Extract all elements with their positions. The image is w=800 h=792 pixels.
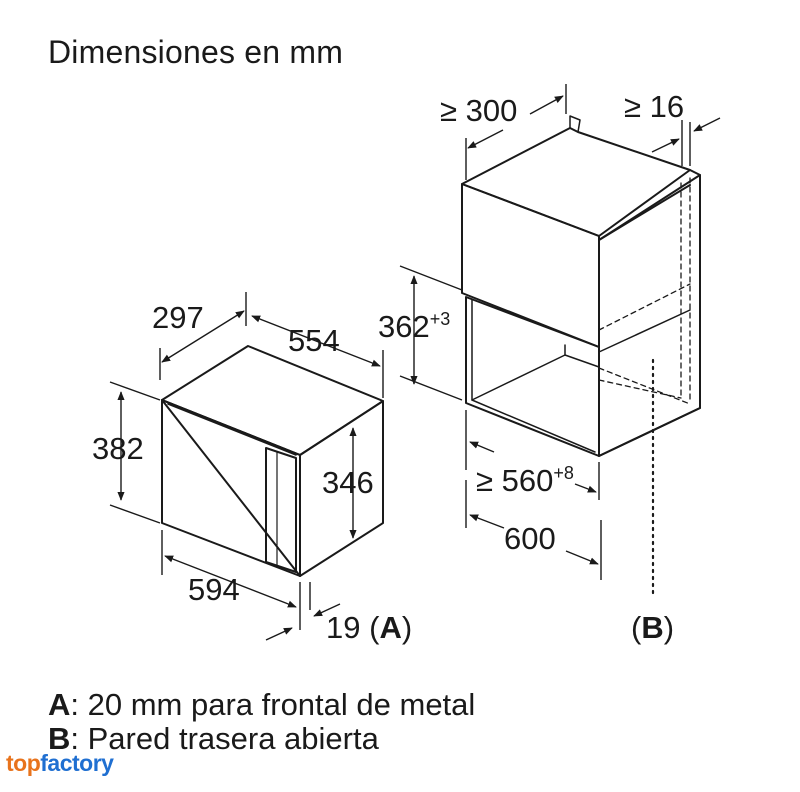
microwave-side xyxy=(299,400,384,577)
label-ge-560: ≥ 560+8 xyxy=(476,463,574,498)
legend-key-a: A xyxy=(48,687,71,722)
label-594: 594 xyxy=(188,572,240,607)
cabinet-drawing xyxy=(461,115,701,600)
label-362-value: 362 xyxy=(378,309,430,344)
label-560-tol: +8 xyxy=(553,463,574,483)
label-346: 346 xyxy=(322,465,374,500)
label-19: 19 (A) xyxy=(326,610,412,645)
label-19-value: 19 xyxy=(326,610,360,645)
legend-text-b: : Pared trasera abierta xyxy=(70,721,379,756)
label-382: 382 xyxy=(92,431,144,466)
label-19-note: (A) xyxy=(369,610,412,645)
label-362-tol: +3 xyxy=(430,309,451,329)
microwave-door-frame xyxy=(167,403,297,456)
microwave-dimensions xyxy=(109,292,384,641)
legend-key-b: B xyxy=(48,721,71,756)
label-B-note: (B) xyxy=(631,610,674,645)
microwave-control-panel xyxy=(265,447,297,573)
brand-part-factory: factory xyxy=(40,750,114,776)
brand-part-top: top xyxy=(6,750,41,776)
diagram-title: Dimensiones en mm xyxy=(48,34,344,70)
cabinet-dimensions xyxy=(399,84,721,580)
legend-item-b: B: Pared trasera abierta xyxy=(48,722,379,756)
legend-item-a: A: 20 mm para frontal de metal xyxy=(48,688,475,722)
label-600: 600 xyxy=(504,521,556,556)
cabinet-upper-front xyxy=(461,183,600,348)
label-560-value: ≥ 560 xyxy=(476,463,553,498)
microwave-labels: 297 554 382 346 594 19 (A) xyxy=(92,300,412,645)
cabinet-upper-top xyxy=(461,127,691,237)
brand-logo: topfactory xyxy=(6,750,114,777)
label-554: 554 xyxy=(288,323,340,358)
microwave-drawing xyxy=(161,345,384,577)
legend-text-a: : 20 mm para frontal de metal xyxy=(70,687,476,722)
label-297: 297 xyxy=(152,300,204,335)
label-ge-16: ≥ 16 xyxy=(624,89,684,124)
label-ge-300: ≥ 300 xyxy=(440,93,517,128)
cabinet-side xyxy=(598,174,701,457)
microwave-top xyxy=(161,345,384,456)
label-362: 362+3 xyxy=(378,309,450,344)
cabinet-labels: ≥ 300 ≥ 16 362+3 ≥ 560+8 600 (B) xyxy=(378,89,684,645)
